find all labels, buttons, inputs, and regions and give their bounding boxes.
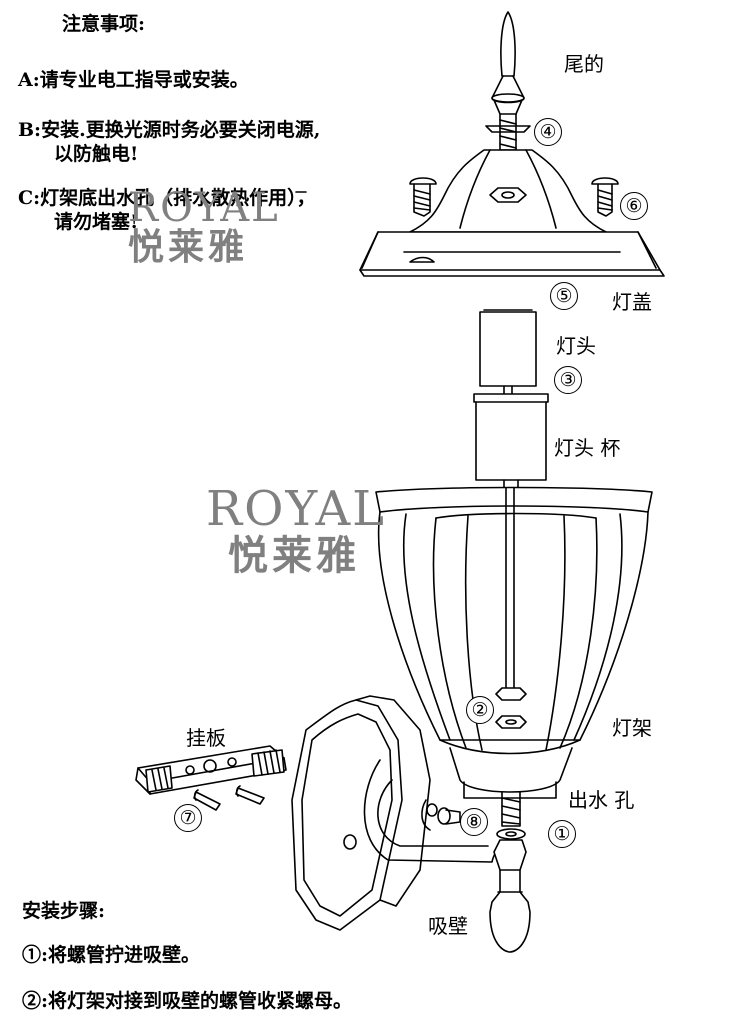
label-drain-hole: 出水 孔 — [568, 788, 635, 812]
watermark-top-cn: 悦莱雅 — [128, 227, 249, 268]
marker-8: ⑧ — [460, 808, 488, 836]
frame-part — [376, 488, 652, 799]
watermark-middle: ROYAL 悦莱雅 — [206, 484, 386, 578]
watermark-middle-en: ROYAL — [206, 481, 386, 537]
wall-mount-part — [292, 696, 530, 952]
steps-title: 安装步骤: — [22, 900, 106, 922]
watermark-middle-cn: 悦莱雅 — [228, 533, 360, 579]
note-b: B:安装.更换光源时务必要关闭电源, — [18, 119, 321, 141]
cover-part — [360, 126, 664, 276]
label-tail: 尾的 — [564, 52, 604, 76]
note-c: C:灯架底出水孔（排水散热作用）， — [18, 187, 316, 209]
socket-part — [480, 310, 536, 394]
note-a: A:请专业电工指导或安装。 — [18, 69, 249, 91]
watermark-top: ROYAL 悦莱雅 — [128, 188, 280, 268]
watermark-top-en: ROYAL — [128, 185, 280, 231]
marker-6: ⑥ — [620, 192, 648, 220]
marker-2: ② — [466, 696, 494, 724]
threaded-nipple-part — [497, 792, 525, 839]
set-screw-part — [438, 808, 460, 824]
label-socket: 灯头 — [556, 334, 596, 358]
label-frame: 灯架 — [612, 716, 652, 740]
note-b-cont: 以防触电! — [54, 143, 139, 165]
marker-4: ④ — [534, 118, 562, 146]
cover-screw-left — [410, 178, 436, 216]
label-cover: 灯盖 — [612, 290, 652, 314]
socket-cup-part — [474, 394, 548, 488]
notes-title: 注意事项: — [62, 13, 146, 35]
label-wall-mount: 吸壁 — [428, 914, 468, 938]
step-2: ②:将灯架对接到吸壁的螺管收紧螺母。 — [22, 990, 353, 1012]
note-c-cont: 请勿堵塞! — [54, 211, 139, 233]
cover-screw-right — [592, 178, 618, 216]
finial-part — [492, 12, 524, 150]
marker-3: ③ — [554, 366, 582, 394]
step-1: ①:将螺管拧进吸壁。 — [22, 944, 201, 966]
label-mounting-plate: 挂板 — [186, 726, 226, 750]
marker-1: ① — [548, 820, 576, 848]
mounting-plate-part — [136, 746, 286, 810]
marker-5: ⑤ — [550, 282, 578, 310]
marker-7: ⑦ — [174, 804, 202, 832]
label-socket-cup: 灯头 杯 — [554, 436, 621, 460]
